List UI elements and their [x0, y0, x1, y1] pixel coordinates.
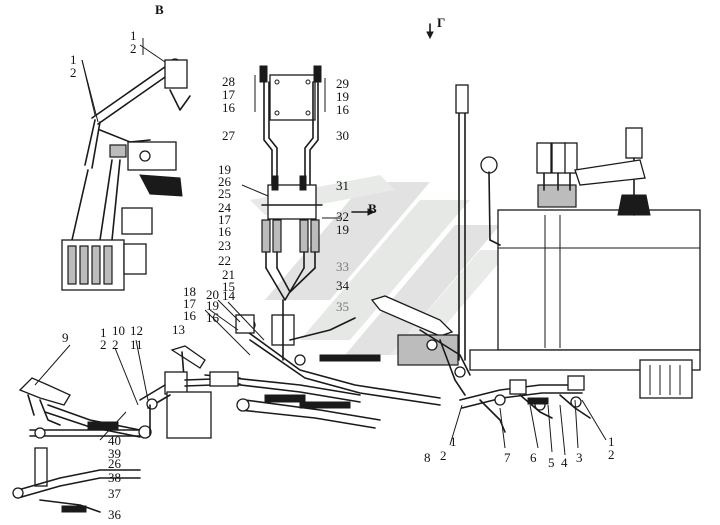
callout: 2	[112, 337, 119, 352]
callout: 11	[130, 337, 143, 352]
callout: 2	[440, 448, 447, 463]
callout: 7	[504, 450, 511, 465]
callout: 9	[62, 330, 69, 345]
view-labels: В Г В	[155, 2, 445, 216]
callout: 37	[108, 486, 122, 501]
callout: 6	[530, 450, 537, 465]
callout: 27	[222, 128, 236, 143]
callout: 4	[561, 455, 568, 470]
callout: 40	[108, 433, 121, 448]
twin-lever-assembly	[241, 65, 340, 301]
callout: 33	[336, 259, 349, 274]
callout: 38	[108, 470, 121, 485]
callout: 29	[336, 76, 349, 91]
callout: 21	[222, 267, 235, 282]
view-label-v-right: В	[368, 201, 377, 216]
callout: 17	[218, 212, 232, 227]
control-cabinet	[455, 84, 701, 399]
view-v-linkage	[61, 38, 191, 291]
callout: 28	[222, 74, 235, 89]
callout: 36	[108, 507, 122, 522]
callout: 39	[108, 446, 121, 461]
callout: 19	[218, 162, 231, 177]
callout: 23	[218, 238, 231, 253]
callout: 19	[336, 222, 349, 237]
callout: 1	[70, 52, 77, 67]
callout: 1	[608, 434, 615, 449]
callout: 1	[450, 434, 457, 449]
callout: 2	[100, 337, 107, 352]
lower-right-linkage	[459, 375, 591, 433]
callout: 26	[108, 456, 122, 471]
callout: 1	[100, 325, 107, 340]
callout: 13	[172, 322, 185, 337]
callout: 32	[336, 209, 349, 224]
callout: 14	[222, 288, 236, 303]
callout: 2	[70, 65, 77, 80]
callout: 35	[336, 299, 349, 314]
bottom-left-pedal-mechanism	[12, 345, 241, 513]
callout: 26	[218, 174, 232, 189]
diagonal-stripes-logo	[250, 175, 510, 355]
view-label-g: Г	[437, 15, 445, 30]
callout: 15	[222, 279, 235, 294]
callout: 17	[183, 296, 197, 311]
callout: 16	[222, 100, 236, 115]
central-rod-linkage	[204, 299, 441, 429]
callout: 20	[206, 287, 219, 302]
callout: 5	[548, 455, 555, 470]
leader-lines	[34, 44, 607, 456]
callout: 3	[576, 450, 583, 465]
callout-labels: 1 2 1 2 28 17 16 29 19 16 27 30 19 26 25…	[62, 28, 615, 522]
view-label-v-top: В	[155, 2, 164, 17]
callout: 8	[424, 450, 431, 465]
callout: 2	[608, 447, 615, 462]
callout: 1	[130, 28, 137, 43]
callout: 34	[336, 278, 350, 293]
pedal-assembly	[370, 295, 471, 396]
callout: 17	[222, 87, 236, 102]
callout: 18	[183, 284, 196, 299]
callout: 30	[336, 128, 349, 143]
callout: 16	[218, 224, 232, 239]
callout: 25	[218, 186, 231, 201]
callout: 12	[130, 323, 143, 338]
callout: 22	[218, 253, 231, 268]
callout: 10	[112, 323, 125, 338]
callout: 19	[336, 89, 349, 104]
callout: 16	[206, 310, 220, 325]
callout: 16	[336, 102, 350, 117]
callout: 2	[130, 41, 137, 56]
callout: 19	[206, 298, 219, 313]
view-arrows	[351, 23, 434, 216]
callout: 31	[336, 178, 349, 193]
callout: 24	[218, 200, 232, 215]
callout: 16	[183, 308, 197, 323]
